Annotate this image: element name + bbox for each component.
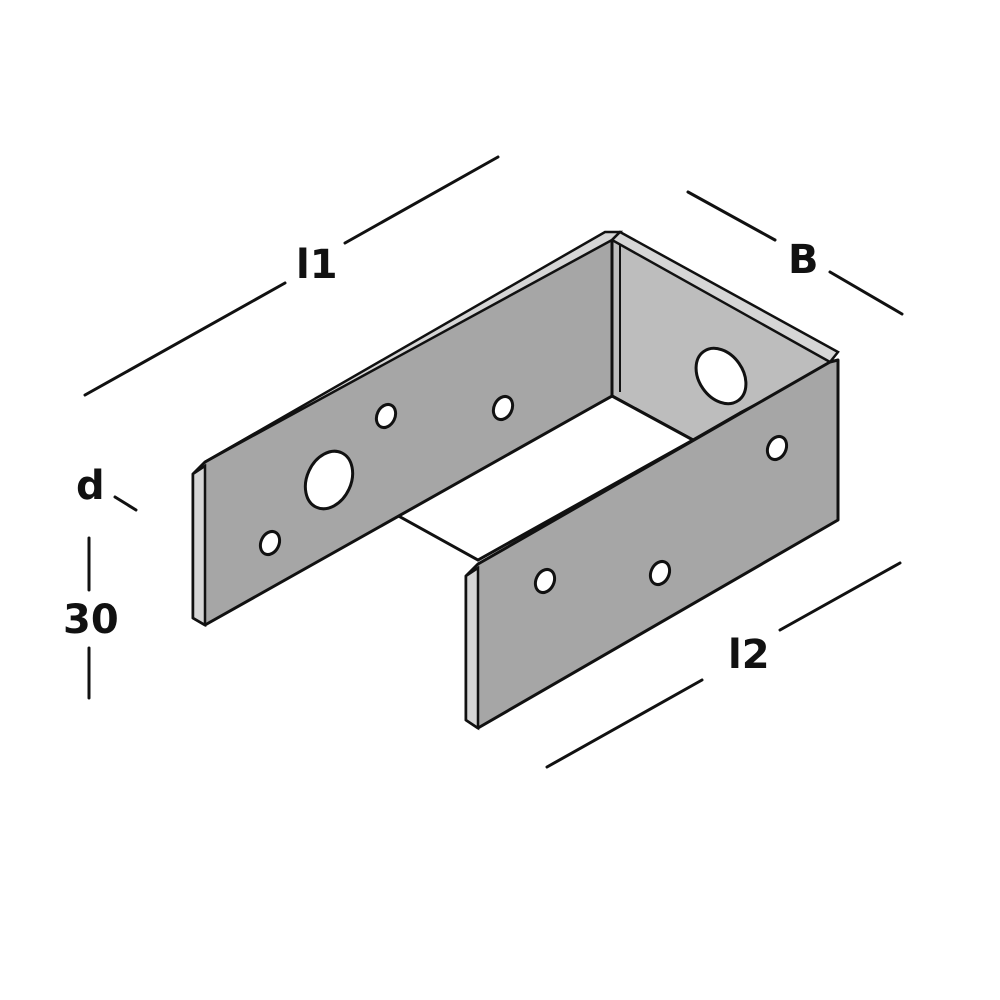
label-d: d [76,463,105,509]
holes [258,346,789,595]
dimension-lines [83,155,904,769]
label-thickness-30: 30 [63,597,119,643]
label-l2: l2 [728,632,770,678]
label-B: B [788,237,819,283]
label-l1: l1 [296,242,338,288]
